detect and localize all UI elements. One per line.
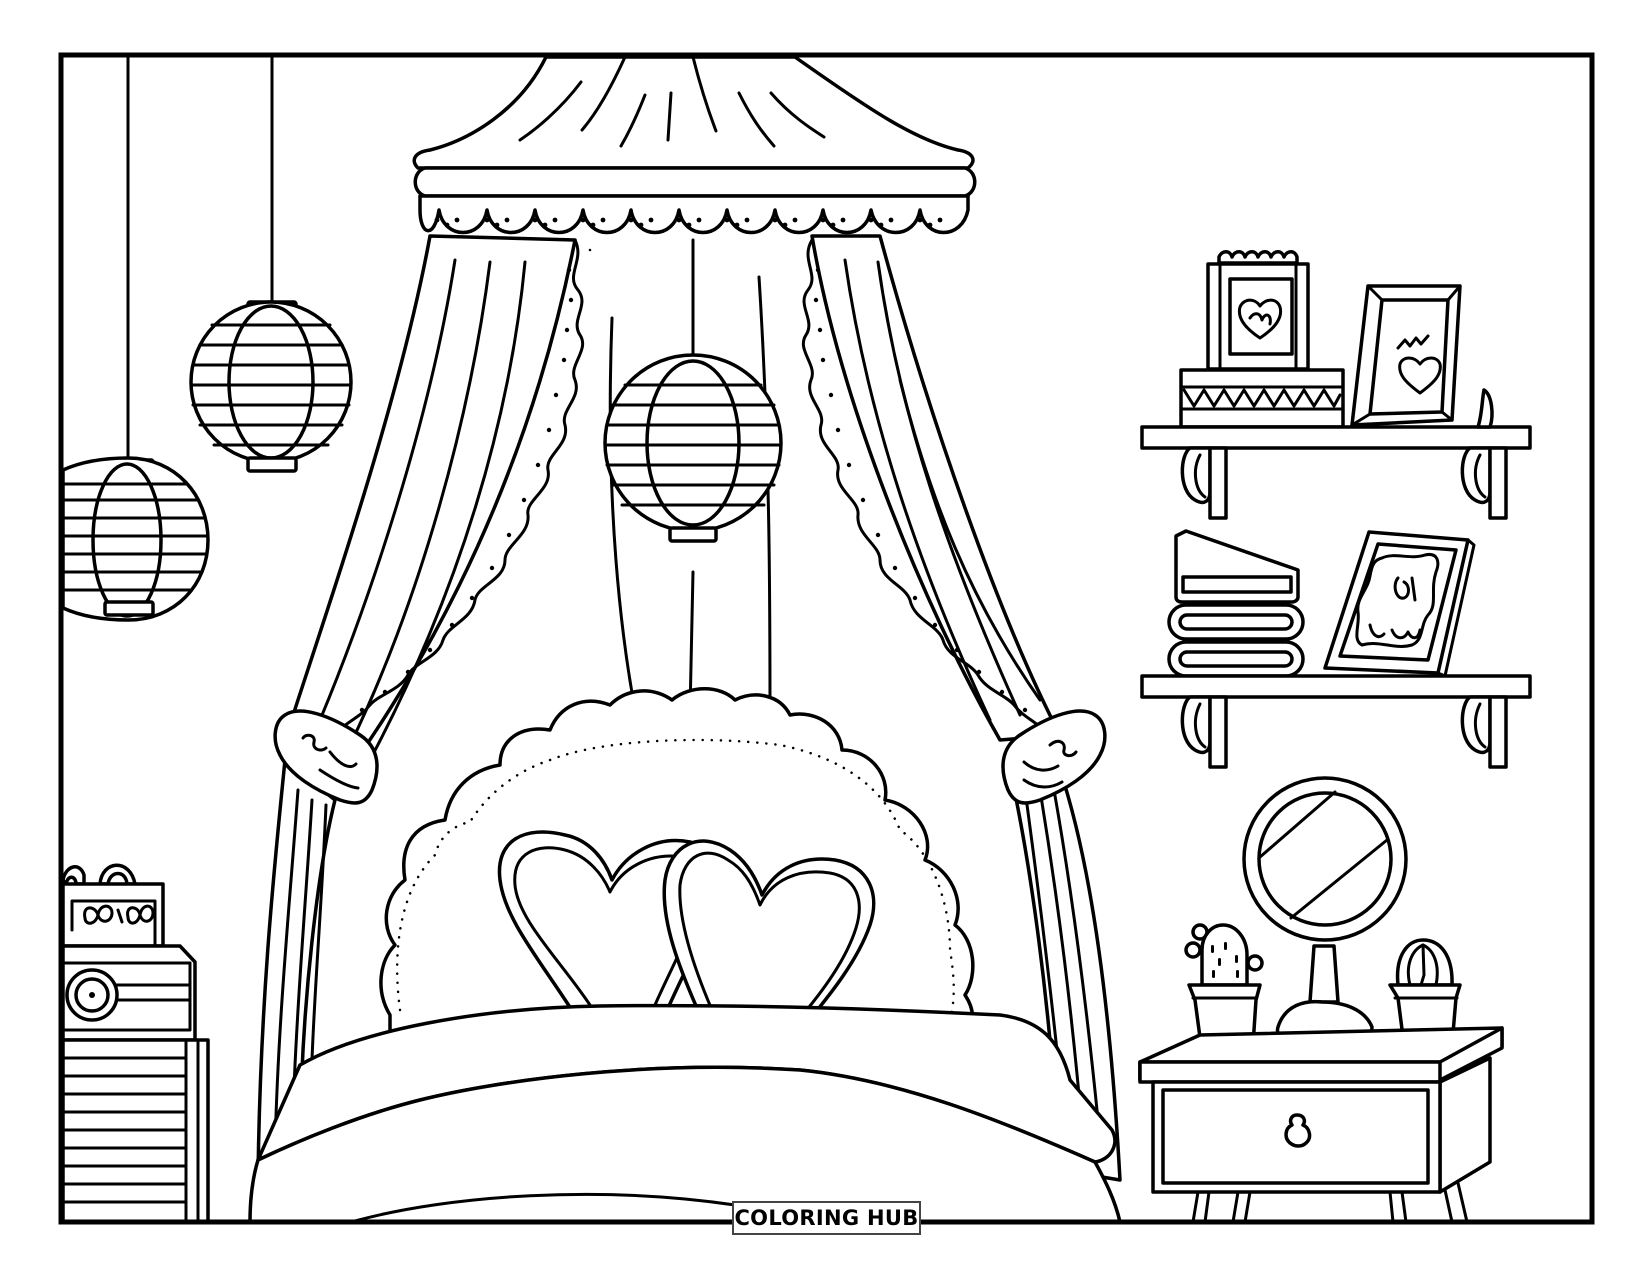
bed-blanket — [250, 1006, 1120, 1222]
left-curtain-tieback — [275, 711, 377, 803]
cactus-plant-left — [1186, 925, 1262, 1045]
right-curtain-tieback — [1003, 711, 1105, 803]
heart-pillow-right — [664, 841, 873, 1025]
bed-canopy — [414, 57, 975, 233]
left-curtain — [258, 236, 590, 1180]
lantern-lower-left — [63, 56, 208, 620]
lace-valance — [420, 196, 968, 233]
right-curtain — [803, 236, 1120, 1180]
radio-dresser — [63, 865, 208, 1222]
drawer-knob — [1286, 1115, 1309, 1146]
lower-shelf — [1142, 531, 1530, 767]
watermark-label: COLORING HUB — [734, 1206, 919, 1230]
lantern-center — [605, 240, 781, 541]
watermark-badge: COLORING HUB — [732, 1201, 921, 1235]
lantern-upper-left — [191, 56, 351, 471]
headboard — [381, 689, 973, 1035]
upper-shelf — [1142, 252, 1530, 518]
nightstand — [1140, 778, 1502, 1222]
